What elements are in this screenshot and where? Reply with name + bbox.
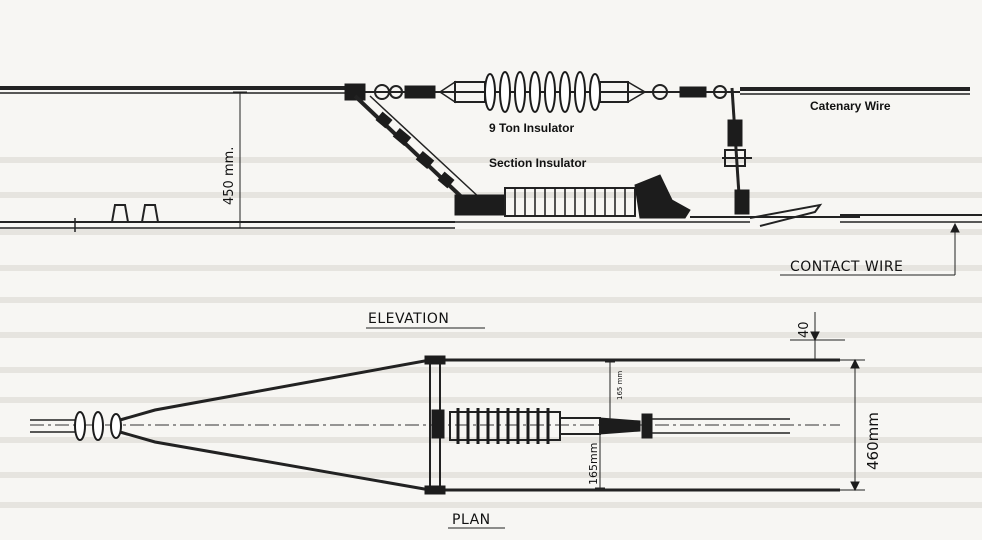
plan-view: 165 mm 165mm 460mm 40 PLAN xyxy=(30,312,882,529)
half-width-lower-label: 165mm xyxy=(587,443,600,485)
section-insulator-label: Section Insulator xyxy=(489,156,587,170)
section-insulator-body xyxy=(454,174,691,219)
plan-runner-frame xyxy=(119,355,840,495)
plan-width-dimension: 460mm xyxy=(835,358,882,492)
plan-half-width-dimensions: 165 mm 165mm xyxy=(587,361,624,489)
half-width-upper-label: 165 mm xyxy=(616,371,624,400)
plan-end-fittings xyxy=(74,411,122,441)
nine-ton-insulator xyxy=(344,71,740,113)
height-dimension: 450 mm. xyxy=(222,91,247,229)
elevation-title: ELEVATION xyxy=(368,311,449,327)
contact-wire-label: CONTACT WIRE xyxy=(790,259,903,275)
plan-title: PLAN xyxy=(452,512,491,528)
contact-wire-callout: CONTACT WIRE xyxy=(780,222,960,276)
elevation-view: 450 mm. 9 Ton Insulator Section Insulato… xyxy=(0,71,982,329)
insulator-label: 9 Ton Insulator xyxy=(489,121,574,135)
plan-section-insulator xyxy=(449,408,790,444)
catenary-wire xyxy=(0,86,970,95)
plan-offset-label: 40 xyxy=(797,321,812,338)
plan-offset-dimension: 40 xyxy=(790,312,845,360)
dropper-assembly xyxy=(722,87,752,215)
catenary-wire-label: Catenary Wire xyxy=(810,99,891,113)
contact-wire xyxy=(0,203,982,232)
plan-width-label: 460mm xyxy=(864,412,882,470)
diagonal-arm xyxy=(353,94,483,207)
height-dimension-label: 450 mm. xyxy=(222,147,237,205)
